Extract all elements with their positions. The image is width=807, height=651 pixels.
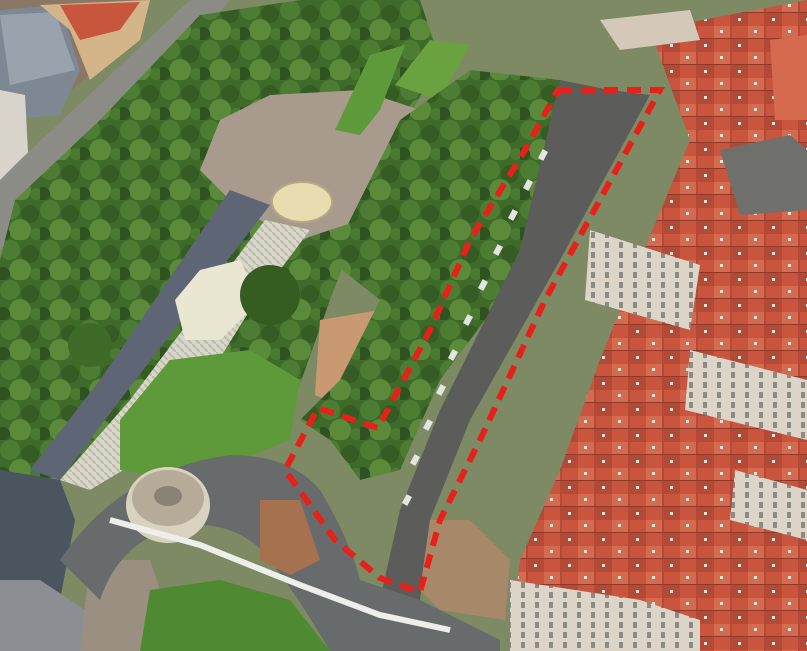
fountain-disc bbox=[271, 181, 333, 223]
roof-grey-court bbox=[720, 135, 807, 215]
footbridge bbox=[109, 517, 451, 633]
parked-cars bbox=[402, 149, 548, 506]
lawn-south bbox=[140, 580, 330, 651]
roof-corner bbox=[770, 35, 807, 120]
facade-row-2 bbox=[685, 350, 807, 440]
main-street bbox=[380, 80, 650, 600]
facade-row-3 bbox=[730, 470, 807, 540]
facade-row-1 bbox=[585, 230, 700, 330]
facade-row-4 bbox=[510, 580, 700, 651]
building-top-right bbox=[600, 10, 700, 50]
lawn-top bbox=[395, 40, 470, 100]
construction-lot bbox=[420, 520, 510, 620]
lawn-strip bbox=[335, 45, 405, 135]
park-trees-center bbox=[300, 70, 600, 480]
garden-bed bbox=[260, 500, 320, 575]
rotunda bbox=[126, 467, 210, 543]
tree-clump bbox=[68, 323, 112, 367]
study-area-outline bbox=[281, 87, 666, 596]
lawn-lower bbox=[120, 350, 300, 480]
tree-large bbox=[240, 265, 300, 325]
